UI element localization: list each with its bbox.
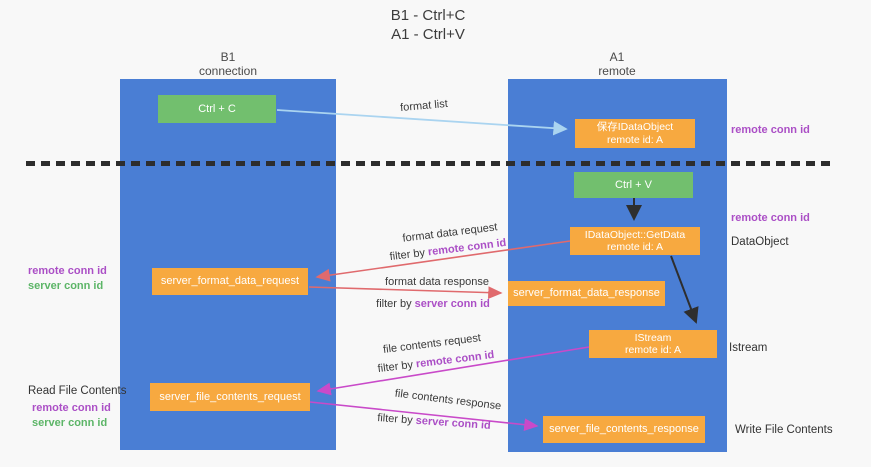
node-save-idataobject: 保存IDataObject remote id: A	[575, 119, 695, 148]
annotation-remote-conn-id-bottom-left: remote conn id	[32, 402, 111, 414]
filter-key-remote-conn-id: remote conn id	[415, 348, 495, 371]
column-header-b1: B1 connection	[158, 50, 298, 78]
column-a1-name: A1	[609, 50, 625, 64]
filter-by-prefix: filter by	[376, 412, 417, 427]
annotation-remote-conn-id-mid-right: remote conn id	[731, 212, 810, 224]
node-idataobject-getdata-line2: remote id: A	[606, 241, 664, 253]
node-save-idataobject-line2: remote id: A	[606, 133, 664, 146]
node-server-file-contents-response-label: server_file_contents_response	[549, 423, 699, 435]
node-ctrl-c-label: Ctrl + C	[198, 102, 236, 115]
node-save-idataobject-line1: 保存IDataObject	[596, 121, 674, 133]
annotation-remote-conn-id-top-right: remote conn id	[731, 124, 810, 136]
node-idataobject-getdata-line1: IDataObject::GetData	[584, 228, 686, 241]
column-b1-name: B1	[220, 50, 236, 64]
annotation-write-file-contents: Write File Contents	[735, 424, 833, 436]
node-ctrl-v-label: Ctrl + V	[615, 178, 652, 191]
filter-key-server-conn-id: server conn id	[414, 298, 490, 310]
title-line-2: A1 - Ctrl+V	[391, 26, 465, 43]
node-server-format-data-response-label: server_format_data_response	[513, 287, 660, 299]
annotation-read-file-contents: Read File Contents	[28, 385, 127, 397]
column-a1-role: remote	[598, 64, 636, 78]
node-server-format-data-response: server_format_data_response	[508, 281, 665, 306]
title-line-1: B1 - Ctrl+C	[390, 7, 466, 24]
node-ctrl-v: Ctrl + V	[574, 172, 693, 198]
annotation-dataobject: DataObject	[731, 236, 789, 248]
node-server-format-data-request-label: server_format_data_request	[160, 275, 300, 287]
filter-by-prefix: filter by	[389, 246, 429, 264]
node-istream-line1: IStream	[634, 331, 672, 344]
node-idataobject-getdata: IDataObject::GetData remote id: A	[570, 227, 700, 255]
node-server-format-data-request: server_format_data_request	[152, 268, 308, 295]
edge-label-format-response-filter: filter by server conn id	[376, 298, 490, 310]
annotation-server-conn-id-bottom-left: server conn id	[32, 417, 108, 429]
column-header-a1: A1 remote	[547, 50, 687, 78]
filter-by-prefix: filter by	[376, 298, 415, 310]
edge-label-file-response-filter: filter by server conn id	[377, 412, 491, 432]
edge-label-file-contents-response: file contents response	[394, 387, 502, 413]
column-b1-role: connection	[198, 64, 258, 78]
annotation-server-conn-id-mid-left: server conn id	[28, 280, 104, 292]
page-title: B1 - Ctrl+C A1 - Ctrl+V	[391, 6, 466, 44]
node-istream-line2: remote id: A	[624, 344, 682, 356]
filter-key-server-conn-id: server conn id	[415, 414, 492, 432]
edge-label-format-data-response: format data response	[385, 276, 489, 288]
annotation-remote-conn-id-mid-left: remote conn id	[28, 265, 107, 277]
node-ctrl-c: Ctrl + C	[158, 95, 276, 123]
edge-label-format-list: format list	[399, 97, 449, 115]
node-server-file-contents-request: server_file_contents_request	[150, 383, 310, 411]
filter-by-prefix: filter by	[377, 358, 417, 376]
node-server-file-contents-response: server_file_contents_response	[543, 416, 705, 443]
node-istream: IStream remote id: A	[589, 330, 717, 358]
node-server-file-contents-request-label: server_file_contents_request	[159, 390, 301, 403]
annotation-istream: Istream	[729, 342, 768, 354]
session-divider-dashed-line	[26, 161, 833, 166]
